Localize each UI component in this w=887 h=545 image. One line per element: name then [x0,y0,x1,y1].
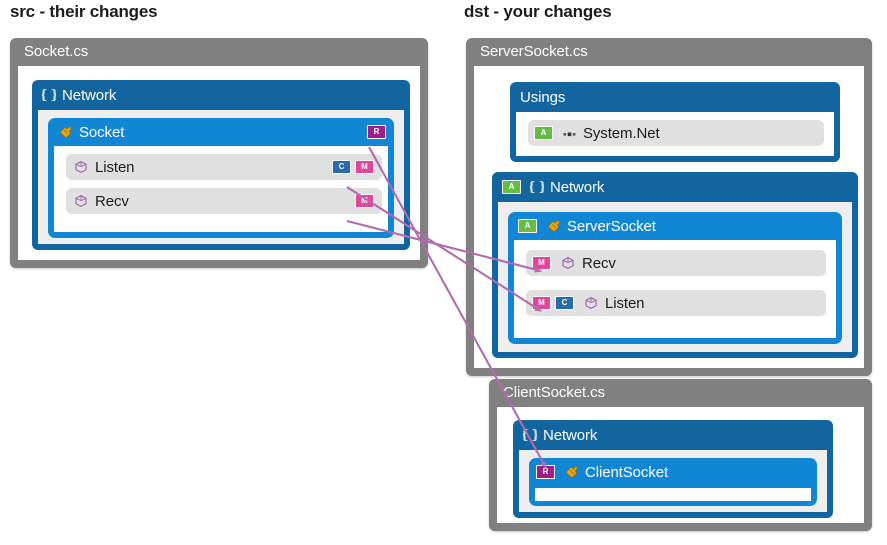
badge-m: M [355,160,374,174]
file-box-socket-cs[interactable]: Socket.cs ❴❵ Network [10,38,428,268]
member-row-listen[interactable]: M C Listen [526,290,826,316]
namespace-label: Network [550,178,605,196]
namespace-braces-icon: ❴❵ [519,427,541,443]
src-column-caption: src - their changes [10,2,158,21]
method-icon [74,160,88,174]
method-icon [74,194,88,208]
using-icon [563,127,577,139]
namespace-box-network[interactable]: A ❴❵ Network A [492,172,858,358]
method-icon [584,296,598,310]
class-label: ClientSocket [585,463,669,481]
badge-m: M [532,296,551,310]
class-label: Socket [79,123,125,141]
member-label: Recv [95,192,129,210]
badge-c: C [555,296,574,310]
badge-r: R [367,125,386,139]
namespace-braces-icon: ❴❵ [38,87,60,103]
namespace-box-network[interactable]: ❴❵ Network Socket [32,80,410,250]
member-row-recv[interactable]: M Recv [526,250,826,276]
method-icon [561,256,575,270]
class-box-socket[interactable]: Socket R Listen [48,118,394,238]
member-badges: M [532,256,551,270]
usings-box[interactable]: Usings A System.Net [510,82,840,162]
class-body [535,488,811,501]
svg-text:❴❵: ❴❵ [530,180,544,195]
member-badges: M C [532,296,574,310]
class-box-serversocket[interactable]: A ServerSocket M [508,212,842,344]
class-icon [546,218,562,234]
class-badges: R [367,125,386,139]
badge-r: R [536,465,555,479]
using-row-system-net[interactable]: A System.Net [528,120,824,146]
badge-a: A [518,219,537,233]
member-label: Listen [95,158,135,176]
class-badges: R [536,465,555,479]
class-box-clientsocket[interactable]: R ClientSocket [529,458,817,506]
svg-text:❴❵: ❴❵ [42,88,56,103]
class-header[interactable]: A ServerSocket [508,212,842,240]
dst-column-caption: dst - your changes [464,2,612,21]
file-box-clientsocket-cs[interactable]: ClientSocket.cs ❴❵ Network R [489,379,872,531]
using-badges: A [534,126,553,140]
namespace-header[interactable]: A ❴❵ Network [492,172,858,202]
class-badges: A [518,219,537,233]
member-badges: C M [332,160,374,174]
class-header[interactable]: R ClientSocket [529,458,817,486]
namespace-braces-icon: ❴❵ [526,179,548,195]
badge-m: M [532,256,551,270]
file-title: Socket.cs [24,43,89,60]
member-badges: M [355,194,374,208]
svg-text:❴❵: ❴❵ [523,428,537,443]
badge-a: A [534,126,553,140]
badge-m: M [355,194,374,208]
file-title: ClientSocket.cs [503,384,605,401]
class-header[interactable]: Socket [48,118,394,146]
namespace-badges: A [502,180,521,194]
namespace-header[interactable]: ❴❵ Network [513,420,833,450]
member-label: Recv [582,254,616,272]
class-icon [564,464,580,480]
file-title: ServerSocket.cs [480,43,588,60]
usings-label: Usings [520,88,566,106]
badge-c: C [332,160,351,174]
using-label: System.Net [583,124,660,142]
member-row-listen[interactable]: Listen C M [66,154,382,180]
namespace-label: Network [62,86,117,104]
namespace-label: Network [543,426,598,444]
class-label: ServerSocket [567,217,656,235]
member-label: Listen [605,294,645,312]
class-icon [58,124,74,140]
member-row-recv[interactable]: Recv M [66,188,382,214]
file-box-serversocket-cs[interactable]: ServerSocket.cs Usings A System. [466,38,872,376]
usings-header[interactable]: Usings [510,82,840,112]
badge-a: A [502,180,521,194]
namespace-header[interactable]: ❴❵ Network [32,80,410,110]
namespace-box-network[interactable]: ❴❵ Network R [513,420,833,518]
